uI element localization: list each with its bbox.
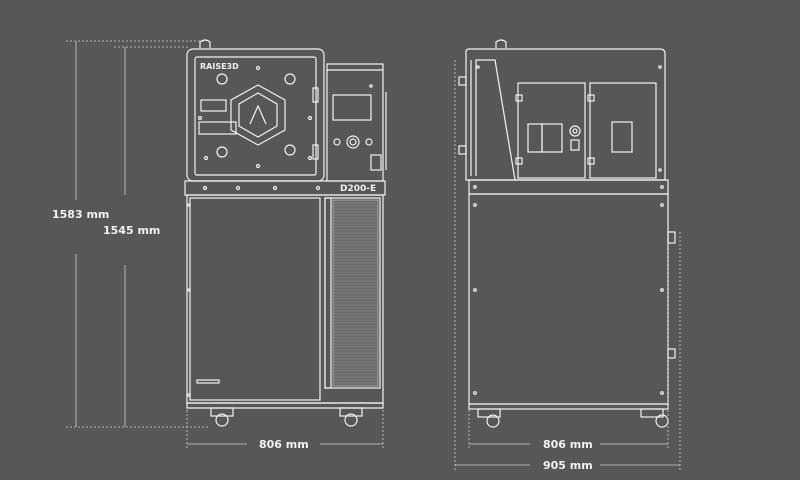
slanted-front xyxy=(475,59,516,181)
side-panel-left xyxy=(517,82,586,179)
dim-label-front-width: 806 mm xyxy=(259,438,309,451)
button-right xyxy=(365,138,373,146)
side-panel-right xyxy=(589,82,657,179)
panel-hinge xyxy=(587,157,595,165)
caster-right xyxy=(640,408,664,418)
lower-door xyxy=(189,197,321,401)
port-cover xyxy=(541,123,563,153)
top-handle xyxy=(495,39,507,48)
screw xyxy=(473,391,477,395)
dim-label-side-depth: 806 mm xyxy=(543,438,593,451)
door-label-2 xyxy=(198,121,237,135)
caster-wheel-left xyxy=(486,414,500,428)
screw xyxy=(187,203,191,207)
hexagon-logo-outer xyxy=(230,84,286,146)
screw xyxy=(307,155,313,161)
lower-body xyxy=(468,193,669,405)
status-led xyxy=(369,84,373,88)
dim-label-1545: 1545 mm xyxy=(103,224,160,237)
screw xyxy=(473,288,477,292)
screw xyxy=(660,288,664,292)
base-plate xyxy=(468,403,669,410)
gear-icon-top-right xyxy=(284,73,296,85)
side-fitting xyxy=(667,348,676,359)
screw xyxy=(658,65,662,69)
screw xyxy=(315,185,321,191)
door-panel xyxy=(194,56,317,176)
port-knob-icon xyxy=(569,125,581,137)
screw xyxy=(658,168,662,172)
dim-label-side-total: 905 mm xyxy=(543,459,593,472)
front-width-dimension xyxy=(186,410,384,448)
port-cover xyxy=(527,123,543,153)
screw xyxy=(473,185,477,189)
port-connector xyxy=(570,139,580,151)
dim-label-1583: 1583 mm xyxy=(52,208,109,221)
logo-mark xyxy=(249,104,267,125)
access-window xyxy=(611,121,633,153)
caster-wheel-right xyxy=(655,414,669,428)
side-depth-dimensions xyxy=(454,60,681,470)
panel-hinge xyxy=(587,94,595,102)
mid-band xyxy=(468,179,669,195)
button-left xyxy=(333,138,341,146)
display-screen xyxy=(332,94,372,121)
screw xyxy=(660,203,664,207)
port-knob-inner xyxy=(572,128,578,134)
base-plate xyxy=(186,402,384,409)
caster-wheel-right xyxy=(344,413,358,427)
vertical-dimensions xyxy=(66,40,210,428)
vent-strip xyxy=(324,197,332,389)
control-panel xyxy=(326,63,384,182)
hexagon-logo-inner xyxy=(238,92,278,138)
screw xyxy=(235,185,241,191)
caster-wheel-left xyxy=(215,413,229,427)
gear-icon-bottom-right xyxy=(284,144,296,156)
gear-icon-bottom-left xyxy=(216,146,228,158)
screw xyxy=(660,185,664,189)
caster-right xyxy=(339,407,363,417)
screw xyxy=(660,391,664,395)
main-knob-inner xyxy=(349,138,357,146)
screw xyxy=(203,155,209,161)
screw xyxy=(197,115,203,121)
screw xyxy=(272,185,278,191)
door-handle xyxy=(196,379,220,384)
side-connector xyxy=(458,76,467,86)
upper-profile xyxy=(465,48,666,181)
screw xyxy=(473,203,477,207)
side-connector xyxy=(458,145,467,155)
screw xyxy=(255,65,261,71)
vent-grille-holes xyxy=(334,202,377,384)
door-hinge xyxy=(312,144,319,160)
power-switch xyxy=(370,154,382,171)
side-fitting xyxy=(667,231,676,244)
screw xyxy=(202,185,208,191)
screw xyxy=(187,288,191,292)
model-label: D200-E xyxy=(340,184,376,194)
screw xyxy=(307,115,313,121)
side-view xyxy=(458,39,676,428)
door-hinge xyxy=(312,87,319,103)
gear-icon-top-left xyxy=(216,73,228,85)
screw xyxy=(255,163,261,169)
main-knob-icon xyxy=(346,135,360,149)
screw xyxy=(187,393,191,397)
brand-logo: RAISE3D xyxy=(200,62,239,71)
screw xyxy=(476,65,480,69)
top-handle xyxy=(199,39,211,48)
panel-hinge xyxy=(515,94,523,102)
caster-left xyxy=(210,407,234,417)
panel-hinge xyxy=(515,157,523,165)
door-label-1 xyxy=(200,99,227,112)
